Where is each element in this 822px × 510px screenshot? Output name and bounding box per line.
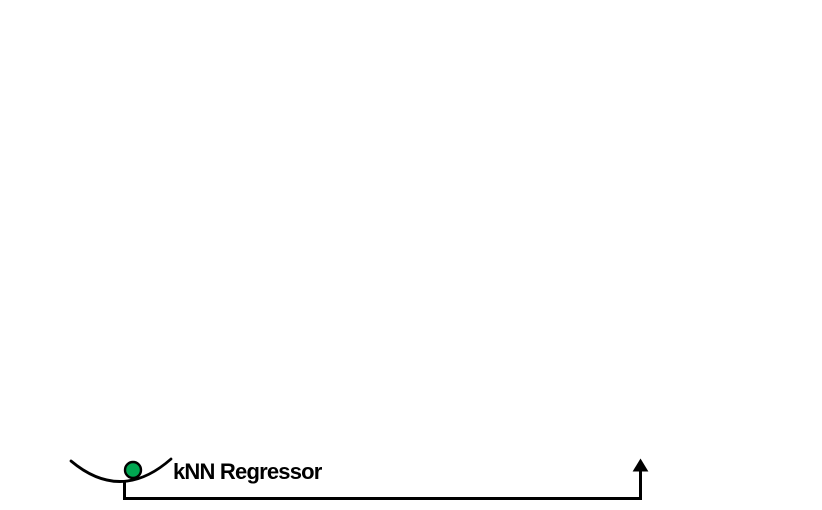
knn-regressor-dot bbox=[123, 460, 143, 480]
bowl-curve bbox=[69, 457, 173, 483]
loop-connector-line bbox=[123, 470, 642, 500]
arrowhead-up-icon bbox=[632, 458, 649, 472]
knn-regressor-label: kNN Regressor bbox=[173, 459, 322, 484]
feedback-loop-group bbox=[69, 457, 649, 500]
